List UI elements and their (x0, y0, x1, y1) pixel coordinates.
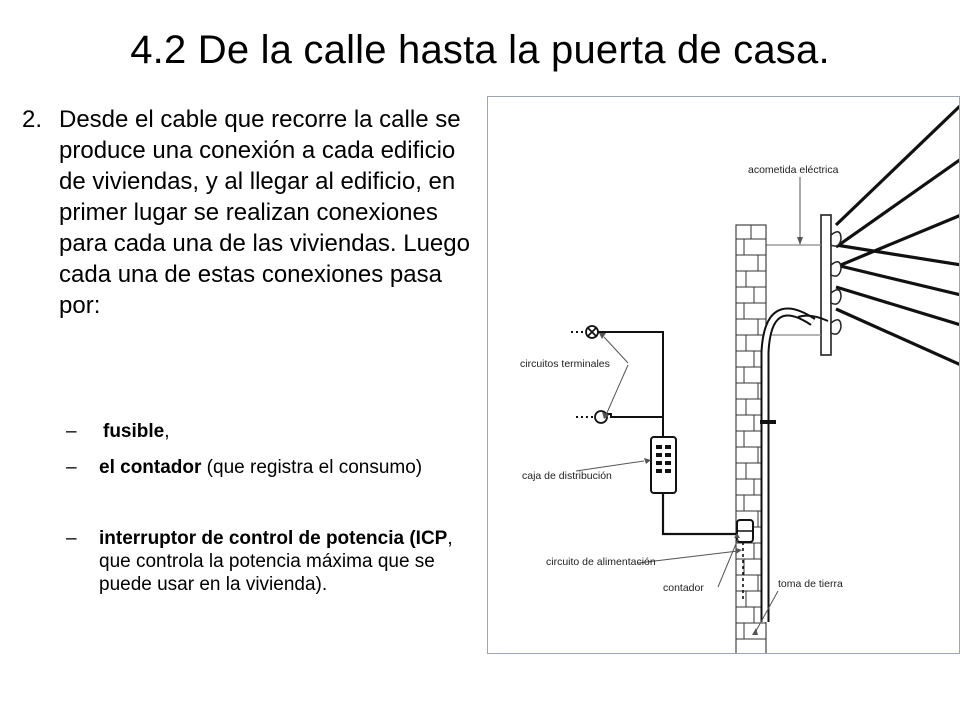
terminal-circuits (568, 331, 664, 437)
sub-item-rest: , que controla la potencia máxima que se… (99, 528, 453, 595)
meter-box (736, 519, 754, 543)
street-cables (834, 104, 959, 366)
label-contador: contador (663, 582, 704, 594)
sub-item-bold: interruptor de control de potencia (ICP (99, 528, 448, 549)
label-alimentacion: circuito de alimentación (546, 556, 656, 568)
feeder-circuit (661, 494, 737, 536)
label-circuitos: circuitos terminales (520, 358, 610, 370)
sub-item-dash: – (66, 528, 77, 549)
label-acometida: acometida eléctrica (748, 164, 839, 176)
lamp-icon (585, 325, 599, 339)
arrow-heads (599, 237, 803, 635)
sub-item-rest: (que registra el consumo) (201, 457, 423, 478)
entry-conduit (760, 307, 829, 622)
fuse-marker (760, 420, 776, 424)
label-tierra: toma de tierra (778, 578, 843, 590)
slide-title: 4.2 De la calle hasta la puerta de casa. (130, 28, 830, 72)
sub-item-bold: fusible (103, 421, 165, 442)
distribution-box (650, 436, 677, 494)
list-item-text: Desde el cable que recorre la calle se p… (59, 106, 470, 319)
list-number: 2. (22, 106, 43, 133)
electrical-installation-diagram: acometida eléctrica circuitos terminales… (487, 96, 960, 654)
sub-item-dash: – (66, 457, 77, 478)
sub-item-rest: , (164, 421, 170, 442)
label-caja: caja de distribución (522, 470, 612, 482)
insulator-bracket (764, 214, 842, 356)
leader-arrows (575, 177, 801, 632)
sub-item-bold: el contador (99, 457, 202, 478)
sub-item-dash: – (66, 421, 77, 442)
